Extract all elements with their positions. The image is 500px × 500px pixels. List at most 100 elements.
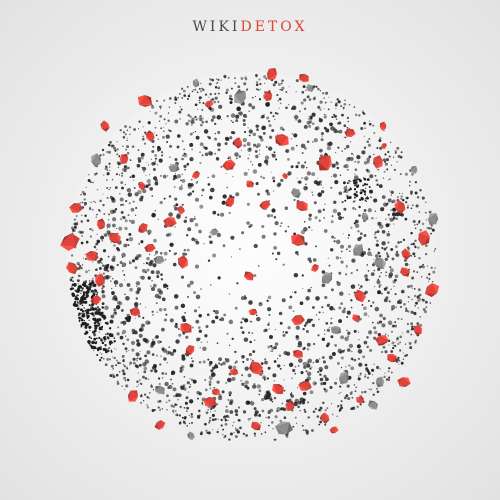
toxic-polyhedron[interactable] bbox=[262, 89, 274, 103]
toxic-polyhedron[interactable] bbox=[295, 200, 308, 212]
toxic-polyhedron[interactable] bbox=[413, 323, 424, 336]
toxic-polyhedron[interactable] bbox=[93, 273, 107, 288]
toxic-polyhedron[interactable] bbox=[249, 361, 264, 376]
toxic-polyhedron[interactable] bbox=[374, 333, 389, 347]
toxic-polyhedron[interactable] bbox=[68, 201, 83, 215]
toxic-polyhedron[interactable] bbox=[176, 254, 190, 269]
neutral-polyhedron[interactable] bbox=[338, 372, 350, 384]
particle bbox=[285, 331, 288, 334]
toxic-polyhedron[interactable] bbox=[266, 68, 278, 80]
toxic-polyhedron[interactable] bbox=[203, 396, 217, 408]
toxic-polyhedron[interactable] bbox=[401, 248, 411, 261]
toxic-polyhedron[interactable] bbox=[100, 119, 111, 132]
toxic-polyhedron[interactable] bbox=[221, 157, 237, 172]
toxic-polyhedron[interactable] bbox=[179, 322, 192, 334]
neutral-polyhedron[interactable] bbox=[359, 211, 370, 222]
toxic-polyhedron[interactable] bbox=[183, 343, 197, 357]
toxic-polyhedron[interactable] bbox=[328, 424, 339, 435]
toxic-polyhedron[interactable] bbox=[314, 152, 336, 175]
particle bbox=[129, 159, 132, 162]
neutral-polyhedron[interactable] bbox=[366, 398, 380, 412]
toxic-polyhedron[interactable] bbox=[137, 181, 148, 192]
toxic-polyhedron[interactable] bbox=[223, 195, 237, 209]
neutral-polyhedron[interactable] bbox=[89, 153, 103, 168]
toxic-polyhedron[interactable] bbox=[176, 205, 187, 216]
toxic-polyhedron[interactable] bbox=[89, 294, 102, 305]
toxic-polyhedron[interactable] bbox=[64, 260, 80, 275]
toxic-polyhedron[interactable] bbox=[95, 217, 106, 230]
neutral-polyhedron[interactable] bbox=[306, 83, 315, 93]
toxic-polyhedron[interactable] bbox=[135, 91, 154, 110]
neutral-polyhedron[interactable] bbox=[408, 164, 419, 175]
toxic-polyhedron[interactable] bbox=[288, 230, 307, 249]
neutral-polyhedron[interactable] bbox=[427, 212, 439, 226]
toxic-polyhedron[interactable] bbox=[145, 130, 155, 142]
toxic-polyhedron[interactable] bbox=[153, 419, 167, 431]
neutral-polyhedron[interactable] bbox=[209, 227, 220, 238]
toxic-polyhedron[interactable] bbox=[397, 376, 411, 389]
particle bbox=[225, 409, 229, 413]
toxic-polyhedron[interactable] bbox=[249, 419, 263, 433]
neutral-polyhedron[interactable] bbox=[167, 162, 180, 173]
toxic-polyhedron[interactable] bbox=[381, 142, 388, 149]
neutral-polyhedron[interactable] bbox=[231, 88, 248, 105]
toxic-polyhedron[interactable] bbox=[271, 382, 285, 395]
neutral-polyhedron[interactable] bbox=[153, 383, 167, 397]
toxic-polyhedron[interactable] bbox=[273, 131, 292, 150]
toxic-polyhedron[interactable] bbox=[233, 137, 243, 149]
toxic-polyhedron[interactable] bbox=[424, 283, 440, 297]
particle bbox=[192, 89, 195, 91]
neutral-polyhedron[interactable] bbox=[186, 431, 196, 441]
neutral-polyhedron[interactable] bbox=[372, 256, 387, 271]
toxic-polyhedron[interactable] bbox=[136, 221, 150, 235]
toxic-polyhedron[interactable] bbox=[245, 179, 254, 188]
toxic-polyhedron[interactable] bbox=[371, 155, 384, 169]
toxic-polyhedron[interactable] bbox=[414, 228, 434, 248]
toxic-polyhedron[interactable] bbox=[163, 215, 178, 228]
toxic-polyhedron[interactable] bbox=[320, 412, 330, 424]
toxic-polyhedron[interactable] bbox=[351, 313, 360, 322]
toxic-polyhedron[interactable] bbox=[228, 366, 239, 377]
toxic-polyhedron[interactable] bbox=[127, 389, 139, 402]
toxic-polyhedron[interactable] bbox=[298, 379, 313, 393]
toxic-polyhedron[interactable] bbox=[290, 313, 305, 328]
particle bbox=[234, 435, 238, 439]
particle bbox=[100, 321, 102, 324]
toxic-polyhedron[interactable] bbox=[58, 230, 81, 254]
neutral-polyhedron[interactable] bbox=[329, 323, 343, 336]
toxic-polyhedron[interactable] bbox=[284, 399, 297, 413]
toxic-polyhedron[interactable] bbox=[311, 264, 319, 272]
neutral-polyhedron[interactable] bbox=[274, 419, 295, 436]
neutral-polyhedron[interactable] bbox=[289, 186, 302, 200]
toxic-polyhedron[interactable] bbox=[191, 171, 201, 180]
toxic-polyhedron[interactable] bbox=[355, 395, 366, 406]
toxic-polyhedron[interactable] bbox=[117, 152, 130, 166]
toxic-polyhedron[interactable] bbox=[85, 250, 99, 263]
toxic-polyhedron[interactable] bbox=[108, 231, 123, 245]
toxic-polyhedron[interactable] bbox=[352, 288, 368, 303]
toxic-polyhedron[interactable] bbox=[259, 200, 272, 210]
neutral-polyhedron[interactable] bbox=[352, 243, 364, 256]
toxic-polyhedron[interactable] bbox=[344, 128, 357, 138]
particle bbox=[125, 335, 127, 337]
toxic-polyhedron[interactable] bbox=[144, 243, 156, 253]
particle bbox=[208, 235, 212, 239]
toxic-polyhedron[interactable] bbox=[385, 351, 399, 365]
neutral-polyhedron[interactable] bbox=[152, 255, 165, 266]
toxic-polyhedron[interactable] bbox=[128, 306, 142, 318]
particle bbox=[90, 284, 92, 286]
toxic-polyhedron[interactable] bbox=[247, 306, 258, 317]
neutral-polyhedron[interactable] bbox=[190, 77, 201, 88]
toxic-polyhedron[interactable] bbox=[297, 71, 311, 85]
neutral-polyhedron[interactable] bbox=[320, 271, 333, 286]
toxic-polyhedron[interactable] bbox=[204, 99, 215, 110]
toxic-polyhedron[interactable] bbox=[211, 387, 222, 398]
toxic-polyhedron[interactable] bbox=[242, 269, 256, 283]
toxic-polyhedron[interactable] bbox=[281, 172, 289, 180]
toxic-polyhedron[interactable] bbox=[398, 265, 412, 279]
toxic-polyhedron[interactable] bbox=[392, 199, 407, 215]
neutral-polyhedron[interactable] bbox=[374, 375, 386, 389]
toxic-polyhedron[interactable] bbox=[291, 347, 305, 361]
toxic-polyhedron[interactable] bbox=[377, 120, 388, 131]
